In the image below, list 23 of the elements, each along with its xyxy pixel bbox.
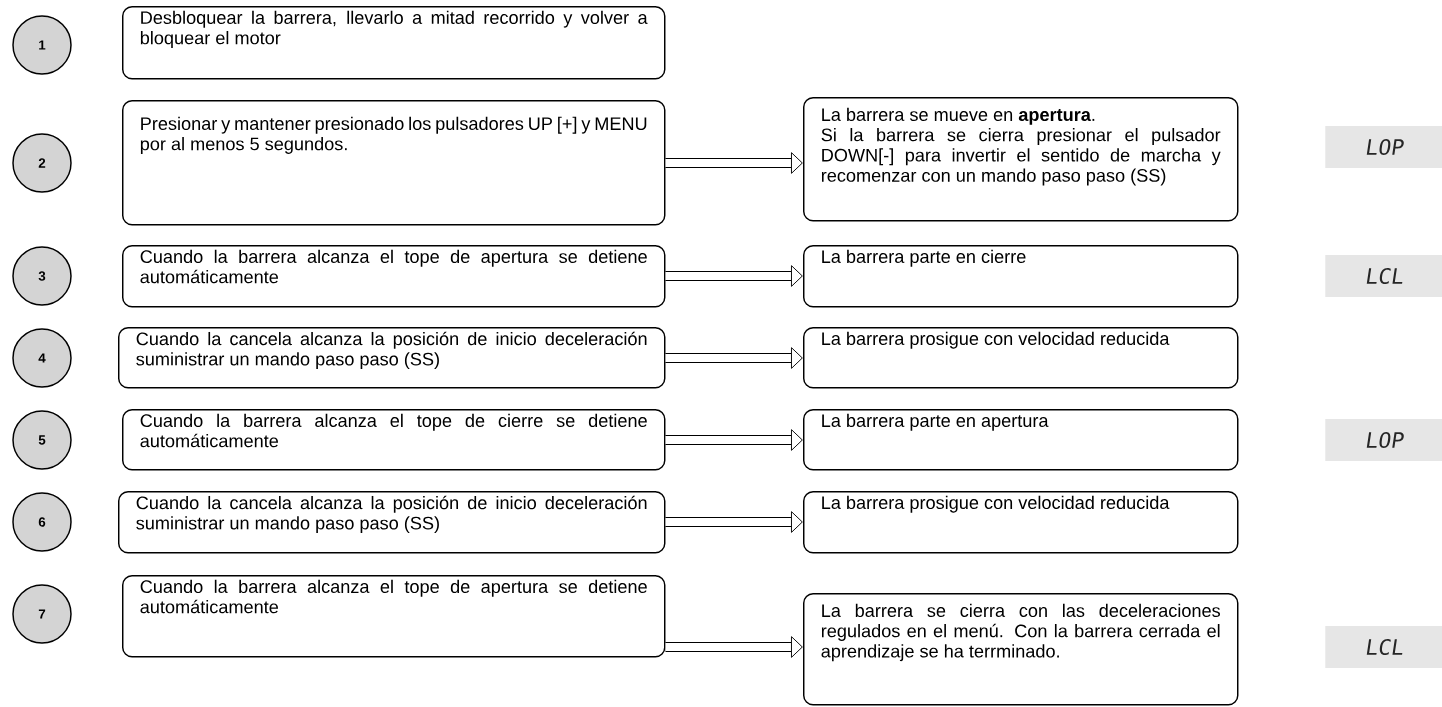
step-box: La barrera prosigue con velocidad reducida [803,491,1239,554]
block-arrow [665,265,803,287]
block-arrow [665,347,803,369]
step-box: Cuando la barrera alcanza el tope de apertura se detiene automáticamente [122,245,666,308]
step-box: Desbloquear la barrera, llevarlo a mitad recorrido y volver a bloquear el motor [122,6,666,80]
step-box: La barrera parte en cierre [803,245,1239,308]
step-box: La barrera prosigue con velocidad reducida [803,327,1239,389]
step-box: La barrera se mueve en apertura. Si la barrera se cierra presionar el pulsador DOWN[-] para invertir el sentido de marcha y recomenzar con un mando paso paso (SS) [803,97,1239,222]
step-box: Cuando la cancela alcanza la posición de inicio deceleración suministrar un mando paso paso (SS) [118,491,666,554]
display-readout: LOP [1325,419,1442,461]
step-box: La barrera se cierra con las deceleraciones regulados en el menú. Con la barrera cerrada el aprendizaje se ha terrminado. [803,593,1239,706]
step-box: Presionar y mantener presionado los pulsadores UP [+] y MENU por al menos 5 segundos. [122,100,666,226]
step-box: La barrera parte en apertura [803,409,1239,471]
step-box: Cuando la barrera alcanza el tope de cierre se detiene automáticamente [122,409,666,471]
display-readout: LOP [1325,126,1442,168]
block-arrow [665,152,803,174]
block-arrow [665,429,803,451]
block-arrow [665,636,803,658]
step-box: Cuando la cancela alcanza la posición de inicio deceleración suministrar un mando paso paso (SS) [118,327,666,389]
display-readout: LCL [1325,255,1442,297]
step-box: Cuando la barrera alcanza el tope de apertura se detiene automáticamente [122,575,666,658]
display-readout: LCL [1325,626,1442,668]
block-arrow [665,511,803,533]
